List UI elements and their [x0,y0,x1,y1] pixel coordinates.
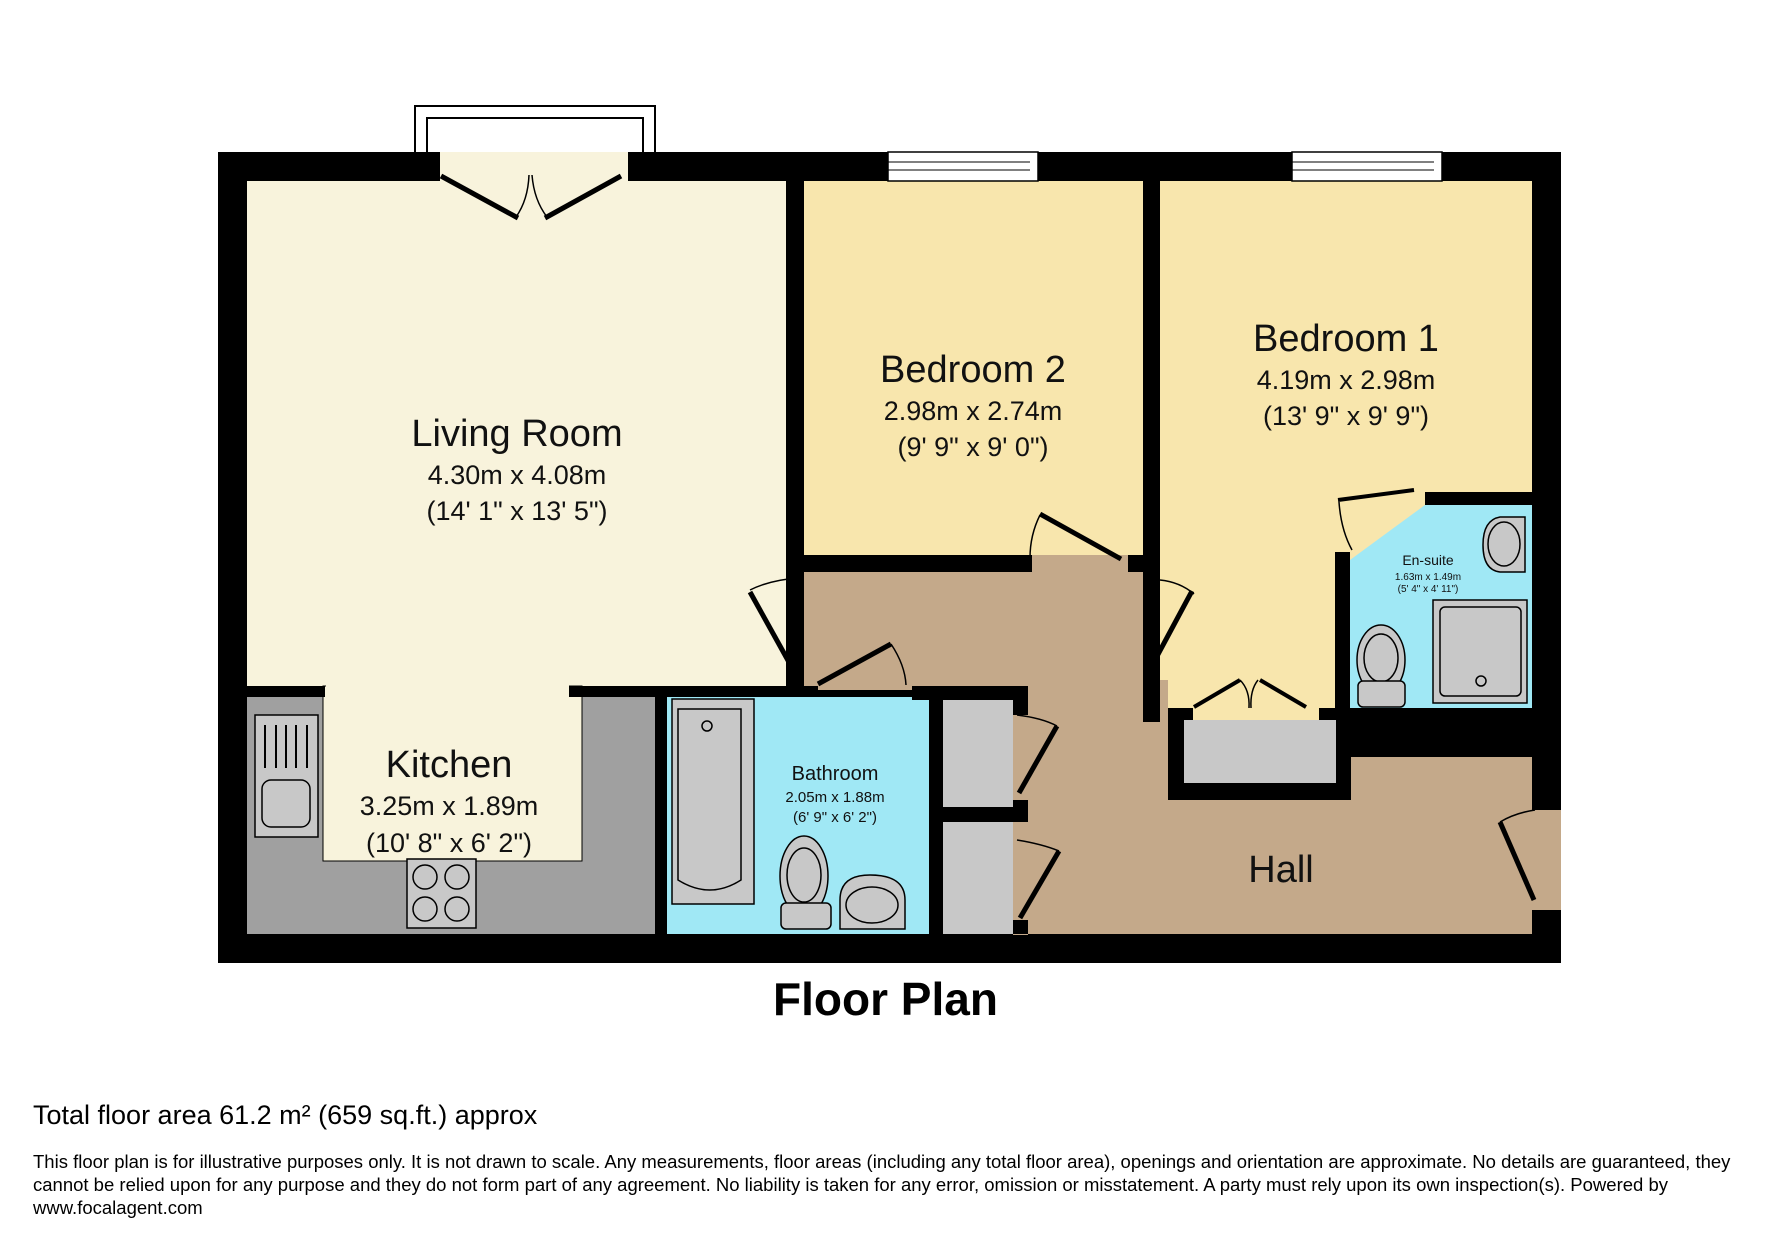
total-floor-area: Total floor area 61.2 m² (659 sq.ft.) ap… [33,1100,538,1130]
toilet-icon-en-suite [1356,624,1406,708]
room-label-hall: Hall [1248,849,1313,891]
door-wardrobe-bedroom-1 [1192,678,1308,709]
basin-icon-bathroom [839,874,906,930]
french-doors-living-room [439,173,623,221]
svg-text:(9' 9" x 9' 0"): (9' 9" x 9' 0") [897,432,1048,462]
wardrobe-bedroom-1 [1184,720,1336,783]
svg-text:1.63m x 1.49m: 1.63m x 1.49m [1395,572,1461,583]
window-bedroom-1 [1291,151,1443,182]
room-label-bedroom-2: Bedroom 2 2.98m x 2.74m (9' 9" x 9' 0") [880,349,1066,462]
svg-text:Bedroom 2: Bedroom 2 [880,349,1066,391]
svg-text:(6' 9" x 6' 2"): (6' 9" x 6' 2") [793,809,877,826]
svg-text:2.98m x 2.74m: 2.98m x 2.74m [884,396,1063,426]
door-cupboard-upper [1016,714,1060,795]
balcony-outline [414,105,656,152]
svg-text:2.05m x 1.88m: 2.05m x 1.88m [785,789,884,806]
room-label-bathroom: Bathroom 2.05m x 1.88m (6' 9" x 6' 2") [785,763,884,826]
internal-walls [247,181,1532,963]
floor-plan-diagram: Living Room 4.30m x 4.08m (14' 1" x 13' … [218,105,1561,963]
disclaimer-text: This floor plan is for illustrative purp… [33,1151,1731,1218]
bedroom-1-wardrobe-nook [1193,708,1319,720]
door-cupboard-lower [1016,839,1062,920]
svg-text:4.30m x 4.08m: 4.30m x 4.08m [428,460,607,490]
kitchen-opening-fill [326,680,569,700]
svg-text:Bedroom 1: Bedroom 1 [1253,318,1439,360]
kitchen-sink-icon [254,714,319,838]
french-door-opening [440,152,628,181]
svg-text:(13' 9" x 9' 9"): (13' 9" x 9' 9") [1263,401,1429,431]
entrance-door-opening [1532,810,1561,910]
shower-tray-icon [1432,599,1528,704]
svg-text:En-suite: En-suite [1402,552,1454,568]
door-bedroom-1 [1145,579,1195,675]
cupboard-lower [943,822,1013,934]
doors [439,173,1537,920]
door-living-to-hall [747,577,799,666]
svg-text:Kitchen: Kitchen [386,744,513,786]
bedroom-2-floor [804,181,1143,555]
hall-door-opening-bedroom2 [1030,555,1130,573]
door-entrance [1497,809,1537,901]
svg-text:4.19m x 2.98m: 4.19m x 2.98m [1257,365,1436,395]
svg-text:Bathroom: Bathroom [792,763,879,785]
hob-icon [406,858,477,929]
room-label-living-room: Living Room 4.30m x 4.08m (14' 1" x 13' … [411,413,622,526]
basin-icon-en-suite [1482,516,1526,573]
kitchen-walkway [322,685,583,862]
svg-text:(10' 8" x 6' 2"): (10' 8" x 6' 2") [366,828,532,858]
door-bedroom-2 [1029,511,1123,562]
svg-text:(5' 4" x 4' 11"): (5' 4" x 4' 11") [1398,584,1459,595]
svg-text:Hall: Hall [1248,849,1313,891]
svg-text:(14' 1" x 13' 5"): (14' 1" x 13' 5") [426,496,607,526]
room-label-bedroom-1: Bedroom 1 4.19m x 2.98m (13' 9" x 9' 9") [1253,318,1439,431]
room-label-kitchen: Kitchen 3.25m x 1.89m (10' 8" x 6' 2") [360,744,539,858]
living-room-floor [247,181,786,686]
room-label-en-suite: En-suite 1.63m x 1.49m (5' 4" x 4' 11") [1395,552,1461,595]
svg-text:3.25m x 1.89m: 3.25m x 1.89m [360,791,539,821]
svg-text:Living Room: Living Room [411,413,622,455]
cupboard-door-gap [1013,715,1028,935]
door-bathroom [816,641,907,687]
window-bedroom-2 [887,151,1039,182]
toilet-icon-bathroom [779,835,832,930]
page-title: Floor Plan [773,973,998,1025]
cupboard-upper [943,700,1013,807]
bathtub-icon [671,698,755,905]
door-en-suite [1337,488,1415,551]
